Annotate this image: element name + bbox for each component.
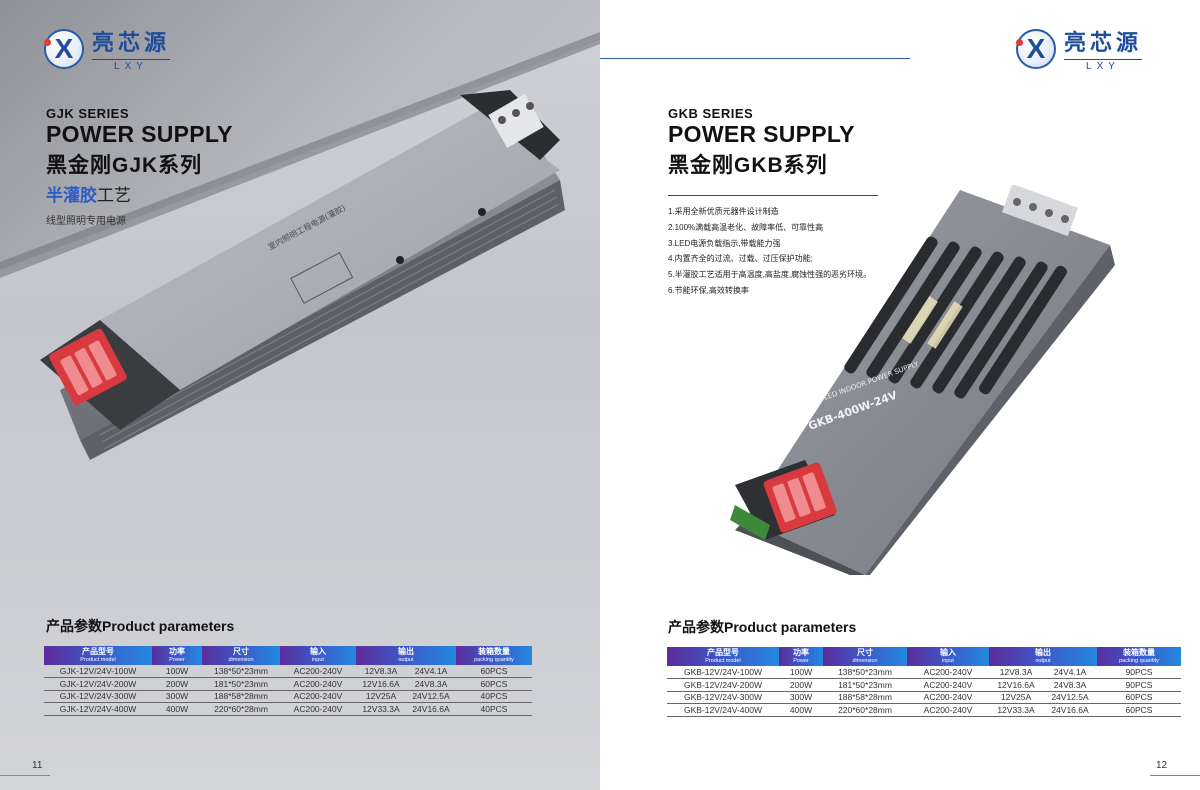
gjk-params-title: 产品参数Product parameters — [46, 618, 235, 634]
brand-mark-icon: X — [44, 28, 84, 69]
series-title-en: POWER SUPPLY — [668, 121, 855, 147]
feature-item: 4.内置齐全的过流、过载、过压保护功能; — [668, 254, 813, 264]
page-number-left: 11 — [32, 760, 43, 771]
left-page: X 亮芯源 LXY GJK SERIES POWER SUPPLY 黑金刚GJK… — [0, 0, 600, 790]
series-code: GJK SERIES — [46, 106, 130, 121]
series-subtitle: 线型照明专用电源 — [46, 216, 126, 227]
craft-highlight: 半灌胶 — [46, 186, 97, 205]
feature-item: 2.100%满载高温老化、故障率低、可靠性高 — [668, 222, 824, 232]
brand-logo-right: X 亮芯源 LXY — [1016, 25, 1143, 72]
brand-mark-icon: X — [1016, 28, 1056, 69]
series-title-cn: 黑金刚GKB系列 — [668, 154, 828, 177]
brand-logo-left: X 亮芯源 LXY — [44, 25, 171, 72]
gkb-feature-list: 1.采用全新优质元器件设计制造 2.100%满载高温老化、故障率低、可靠性高 3… — [668, 204, 871, 299]
feature-rule — [668, 195, 878, 196]
series-title-cn: 黑金刚GJK系列 — [46, 154, 203, 177]
series-code: GKB SERIES — [668, 106, 754, 121]
page-number-right: 12 — [1156, 760, 1168, 771]
brand-name-cn: 亮芯源 — [92, 30, 171, 55]
header-rule — [600, 58, 910, 59]
brand-name-en: LXY — [1064, 59, 1143, 72]
page-number-rule-right — [1150, 775, 1200, 776]
gkb-params-title: 产品参数Product parameters — [668, 619, 857, 635]
gjk-series-heading: GJK SERIES POWER SUPPLY 黑金刚GJK系列 半灌胶工艺 线… — [46, 106, 233, 227]
gkb-power-supply-image: LED INDOOR POWER SUPPLY GKB-400W-24V — [730, 185, 1115, 575]
series-title-en: POWER SUPPLY — [46, 121, 233, 147]
feature-item: 1.采用全新优质元器件设计制造 — [668, 207, 779, 216]
gkb-series-heading: GKB SERIES POWER SUPPLY 黑金刚GKB系列 — [668, 106, 855, 179]
page-number-rule-left — [0, 775, 50, 776]
feature-item: 6.节能环保,高效转换率 — [668, 285, 749, 295]
gjk-power-supply-image: 室内照明工程电源(灌胶) — [40, 90, 565, 460]
feature-item: 5.半灌胶工艺适用于高温度,高盐度,腐蚀性强的恶劣环境。 — [668, 270, 872, 280]
craft-rest: 工艺 — [97, 186, 131, 205]
brand-name-en: LXY — [92, 59, 171, 72]
feature-item: 3.LED电源负载指示,带载能力强 — [668, 238, 781, 248]
brand-name-cn: 亮芯源 — [1064, 30, 1143, 55]
series-craft: 半灌胶工艺 — [46, 181, 233, 206]
